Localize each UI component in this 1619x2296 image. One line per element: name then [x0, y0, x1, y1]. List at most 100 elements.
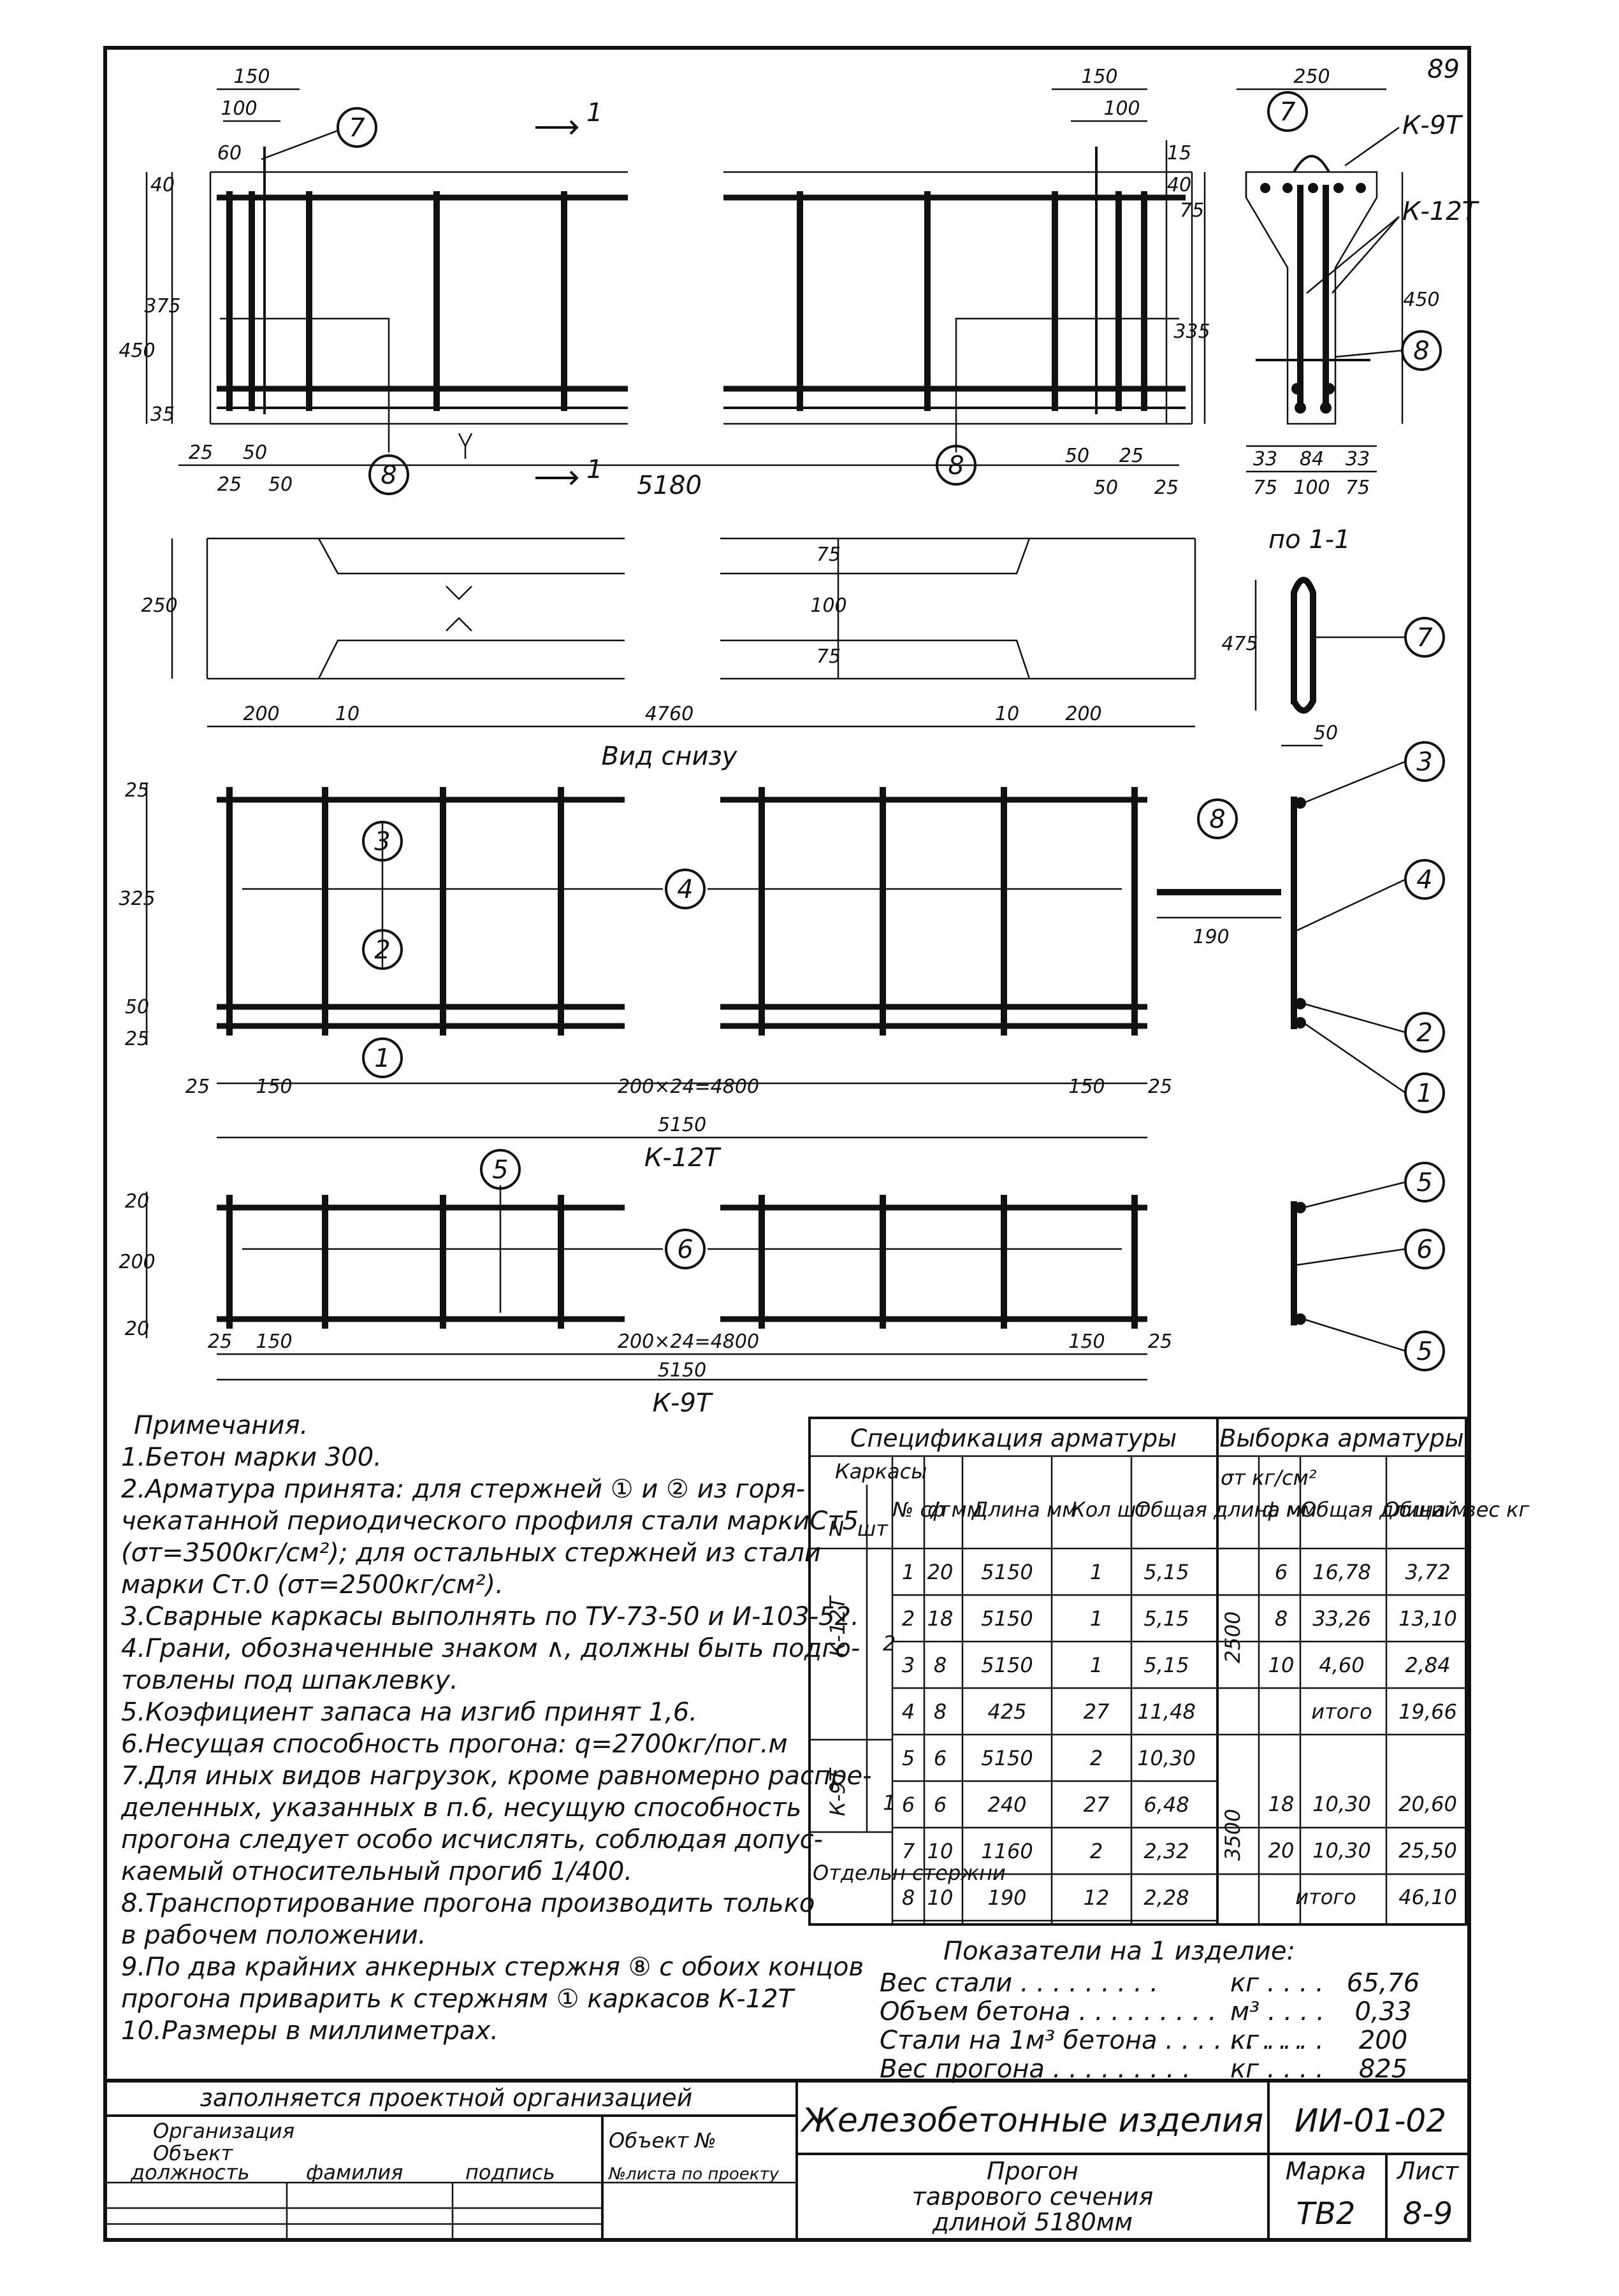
section-d335: 335 — [1173, 321, 1210, 343]
tb-obj: Объект — [153, 2141, 234, 2165]
note-line: в рабочем положении. — [121, 1921, 426, 1950]
callout-1-k12 — [362, 1037, 403, 1078]
spec-cell: 5,15 — [1143, 1653, 1189, 1677]
spec-cell: 1 — [902, 1560, 915, 1584]
callout-1-label: 1 — [374, 1044, 390, 1073]
spec-cell: 6,48 — [1143, 1793, 1189, 1817]
callout-7-elev — [337, 107, 377, 148]
callout-3-side-label: 3 — [1416, 747, 1432, 777]
note-line: марки Ст.0 (σт=2500кг/см²). — [121, 1570, 504, 1599]
section-d75: 75 — [1180, 199, 1204, 222]
callout-4-side — [1404, 859, 1445, 900]
spec-cell: 8 — [934, 1700, 947, 1724]
dim-100-right: 100 — [1103, 97, 1140, 120]
spec-cell: 425 — [987, 1700, 1026, 1724]
k12-d25-b: 25 — [1148, 1076, 1172, 1098]
spec-cell: 190 — [987, 1886, 1026, 1910]
spec-cell: 5150 — [981, 1560, 1033, 1584]
dim-150-right: 150 — [1081, 66, 1117, 88]
spec-cell: 6 — [902, 1793, 915, 1817]
note-line: 1.Бетон марки 300. — [121, 1443, 382, 1472]
bar7-detail: 475 50 7 — [1221, 577, 1445, 747]
tb-sheet: 8-9 — [1403, 2196, 1453, 2232]
vb-cell: 10 — [1268, 1653, 1295, 1677]
k9-4800: 200×24=4800 — [618, 1331, 759, 1353]
callout-8-elev-left — [368, 454, 409, 495]
k12-25-top: 25 — [125, 779, 149, 802]
bv-75a: 75 — [817, 544, 841, 566]
k12-d150-b: 150 — [1068, 1076, 1105, 1098]
callout-7-bar-label: 7 — [1416, 623, 1433, 653]
dim-35: 35 — [150, 403, 175, 426]
tb-desc-3: длиной 5180мм — [932, 2208, 1133, 2236]
section-width: 250 — [1293, 66, 1330, 88]
bottom-view: 250 75 100 75 200 10 4760 10 200 Вид сни… — [141, 537, 1196, 771]
callout-6-side-label: 6 — [1416, 1235, 1432, 1264]
callout-5-k9 — [480, 1149, 521, 1190]
vb-cell: 10,30 — [1312, 1792, 1371, 1816]
indicator-unit: м³ . . . . — [1230, 1997, 1325, 2026]
spec-cell: 5150 — [981, 1606, 1033, 1631]
k9-d25-a: 25 — [208, 1331, 232, 1353]
elevation-left — [209, 147, 628, 452]
k9-20-top: 20 — [125, 1190, 149, 1213]
vb-total-label: итого — [1295, 1885, 1356, 1909]
k9-200: 200 — [119, 1251, 155, 1273]
spec-cell: 240 — [987, 1793, 1026, 1817]
dim-25-d: 25 — [1154, 477, 1179, 499]
elevation-dims: 150 100 60 40 375 450 35 25 50 25 50 518… — [119, 66, 1191, 500]
indicator-value: 65,76 — [1347, 1968, 1420, 1998]
bv-200-left: 200 — [243, 703, 279, 725]
group-k12: К-12Т — [825, 1595, 850, 1657]
callout-5-label: 5 — [492, 1155, 508, 1185]
callout-3-side — [1404, 741, 1445, 782]
callout-1-side-label: 1 — [1416, 1079, 1432, 1108]
dim-50-c: 50 — [1065, 445, 1089, 467]
spec-title: Спецификация арматуры — [850, 1424, 1177, 1452]
spec-cell: 8 — [934, 1653, 947, 1677]
spec-cell: 2,32 — [1143, 1839, 1189, 1863]
spec-h-phi: ф мм — [927, 1498, 982, 1522]
spec-h-length: Длина мм — [971, 1498, 1077, 1522]
spec-cell: 2 — [1090, 1746, 1103, 1770]
note-line: прогона приварить к стержням ① каркасов … — [121, 1984, 796, 2014]
group-separate: Отдельн стержни — [813, 1861, 1006, 1885]
callout-2-side — [1404, 1012, 1445, 1053]
tb-col-podpis: подпись — [465, 2160, 555, 2184]
spec-cell: 8 — [902, 1886, 915, 1910]
k9-d25-b: 25 — [1148, 1331, 1172, 1353]
note-line: 3.Сварные каркасы выполнять по ТУ-73-50 … — [121, 1602, 859, 1631]
bv-10-left: 10 — [335, 703, 359, 725]
note-line: товлены под шпаклевку. — [121, 1666, 458, 1695]
callout-5-side-a-label: 5 — [1416, 1168, 1432, 1197]
note-line: 10.Размеры в миллиметрах. — [121, 2016, 498, 2046]
bar7-width: 50 — [1314, 722, 1338, 744]
notes-lines: 1.Бетон марки 300.2.Арматура принята: дл… — [120, 1443, 872, 2046]
vb-cell: 6 — [1275, 1560, 1288, 1584]
spec-cell: 4 — [902, 1700, 915, 1724]
vb-h-sigma: σт кг/см² — [1221, 1466, 1317, 1490]
dim-50-b: 50 — [268, 473, 293, 496]
note-line: 9.По два крайних анкерных стержня ⑧ с об… — [121, 1953, 864, 1982]
vb-cell: 16,78 — [1312, 1560, 1371, 1584]
tb-org: Организация — [153, 2119, 294, 2143]
dim-150-left: 150 — [233, 66, 270, 88]
bv-200-right: 200 — [1065, 703, 1101, 725]
spec-cell: 1160 — [981, 1839, 1033, 1863]
callout-8-right-label: 8 — [948, 451, 964, 480]
bv-10-right: 10 — [995, 703, 1019, 725]
callout-4-side-label: 4 — [1416, 865, 1432, 895]
group-k9-count: 1 — [883, 1791, 896, 1815]
k9-20-bot: 20 — [125, 1318, 149, 1340]
callout-8-left-label: 8 — [381, 461, 396, 490]
callout-1-side — [1404, 1072, 1445, 1113]
spec-cell: 2,28 — [1143, 1886, 1189, 1910]
dim-40-right: 40 — [1167, 174, 1191, 196]
note-line: (σт=3500кг/см²); для остальных стержней … — [121, 1538, 821, 1568]
spec-cell: 18 — [927, 1606, 954, 1631]
tb-obj-no: Объект № — [609, 2128, 716, 2153]
callout-7-section — [1267, 91, 1308, 132]
dim-25-a: 25 — [189, 442, 213, 464]
k12-4800: 200×24=4800 — [618, 1076, 759, 1098]
